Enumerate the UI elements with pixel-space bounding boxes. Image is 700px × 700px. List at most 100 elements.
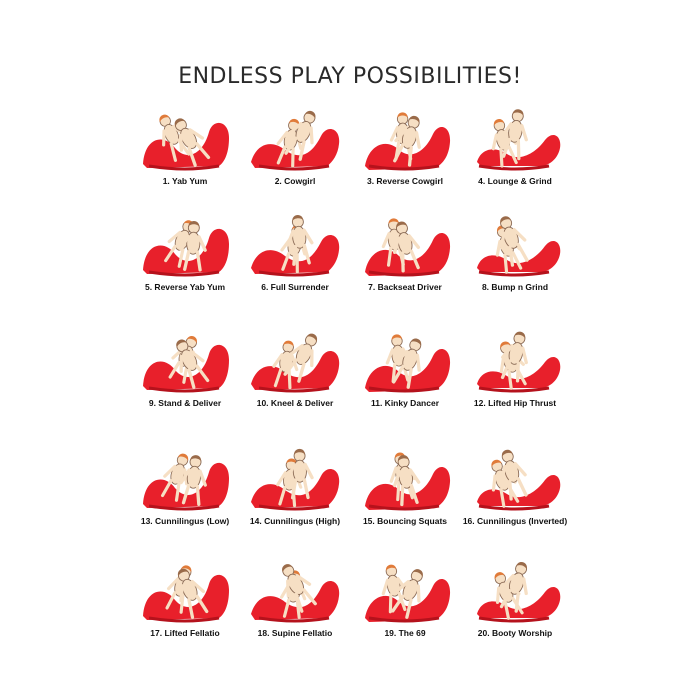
chaise-couple-icon [143, 453, 229, 511]
chaise-shape [143, 228, 229, 274]
chaise-shape [365, 579, 451, 622]
chaise-shadow [258, 164, 330, 171]
hair [294, 448, 306, 455]
figure [393, 115, 421, 167]
figure [177, 568, 209, 619]
chaise-shadow [368, 616, 440, 623]
figure [286, 215, 314, 266]
hair [493, 119, 505, 126]
hair [388, 218, 399, 225]
chaise-shadow [368, 270, 440, 277]
figure [393, 455, 421, 507]
chaise-couple-icon [365, 334, 451, 393]
position-label: 17. Lifted Fellatio [150, 628, 220, 638]
position-card: 4. Lounge & Grind [460, 96, 570, 204]
hair [292, 215, 304, 222]
position-label: 14. Cunnilingus (High) [249, 516, 341, 526]
figure [161, 453, 189, 502]
position-label: 10. Kneel & Deliver [256, 398, 334, 408]
figure [283, 333, 318, 383]
hair [304, 110, 316, 119]
figure [500, 216, 529, 267]
position-card: 18. Supine Fellatio [240, 548, 350, 656]
hair [408, 115, 420, 124]
figure [499, 562, 528, 613]
chaise-shadow [148, 270, 220, 277]
position-label: 1. Yab Yum [162, 176, 208, 186]
chaise-couple-icon [251, 333, 340, 393]
chaise-couple-icon [365, 218, 451, 277]
position-card: 6. Full Surrender [240, 202, 350, 310]
hair [286, 458, 297, 465]
hair [397, 112, 408, 118]
figure [393, 221, 421, 273]
chaise-shadow [478, 270, 550, 277]
chaise-shadow [368, 386, 440, 393]
hair [186, 335, 197, 344]
chaise-shadow [148, 386, 220, 393]
hair [282, 564, 293, 573]
chaise-shape [251, 351, 340, 390]
chaise-couple-icon [143, 335, 229, 393]
position-card: 10. Kneel & Deliver [240, 318, 350, 426]
chaise-shadow [148, 504, 220, 511]
chaise-shape [477, 240, 561, 272]
position-label: 15. Bouncing Squats [362, 516, 448, 526]
chaise-couple-icon [477, 562, 561, 623]
chaise-couple-icon [251, 448, 340, 511]
chaise-shape [477, 356, 561, 388]
figure [286, 448, 314, 500]
chaise-shape [143, 462, 229, 508]
chaise-couple-icon [143, 565, 229, 623]
chaise-couple-icon [477, 109, 561, 171]
figure [500, 331, 528, 383]
chaise-shape [477, 474, 561, 506]
position-label: 6. Full Surrender [261, 282, 329, 292]
hair [177, 568, 189, 577]
chaise-shadow [478, 164, 550, 171]
hair [288, 118, 300, 126]
hair [188, 220, 200, 227]
chaise-couple-icon [365, 112, 451, 171]
position-card: 19. The 69 [350, 548, 460, 656]
hair [410, 338, 422, 347]
chaise-shadow [258, 504, 330, 511]
chaise-couple-icon [251, 110, 340, 171]
position-label: 9. Stand & Deliver [148, 398, 222, 408]
figure [284, 110, 316, 161]
hair [516, 562, 527, 570]
chaise-shape [365, 467, 451, 510]
hair [494, 572, 505, 580]
position-label: 3. Reverse Cowgirl [366, 176, 444, 186]
position-card: 12. Lifted Hip Thrust [460, 318, 570, 426]
position-card: 3. Reverse Cowgirl [350, 96, 460, 204]
hair [174, 118, 186, 127]
chaise-shape [251, 581, 340, 620]
chaise-shadow [258, 616, 330, 623]
figure [282, 564, 317, 613]
position-card: 5. Reverse Yab Yum [130, 202, 240, 310]
chaise-shadow [478, 386, 550, 393]
chaise-couple-icon [251, 564, 340, 623]
position-label: 18. Supine Fellatio [257, 628, 333, 638]
position-card: 14. Cunnilingus (High) [240, 436, 350, 544]
position-card: 11. Kinky Dancer [350, 318, 460, 426]
figure [500, 109, 528, 161]
position-label: 11. Kinky Dancer [370, 398, 440, 408]
hair [181, 565, 192, 573]
position-label: 4. Lounge & Grind [478, 176, 552, 186]
position-label: 5. Reverse Yab Yum [144, 282, 226, 292]
chaise-shadow [258, 270, 330, 277]
hair [177, 453, 189, 461]
hair [176, 339, 187, 348]
hair [386, 564, 397, 571]
hair [391, 334, 403, 341]
chaise-shape [365, 127, 451, 170]
page-title: ENDLESS PLAY POSSIBILITIES! [178, 64, 522, 89]
position-card: 9. Stand & Deliver [130, 318, 240, 426]
chaise-shadow [148, 164, 220, 171]
figure [176, 339, 210, 389]
hair [500, 341, 511, 349]
chaise-couple-icon [143, 114, 229, 171]
chaise-shadow [368, 164, 440, 171]
